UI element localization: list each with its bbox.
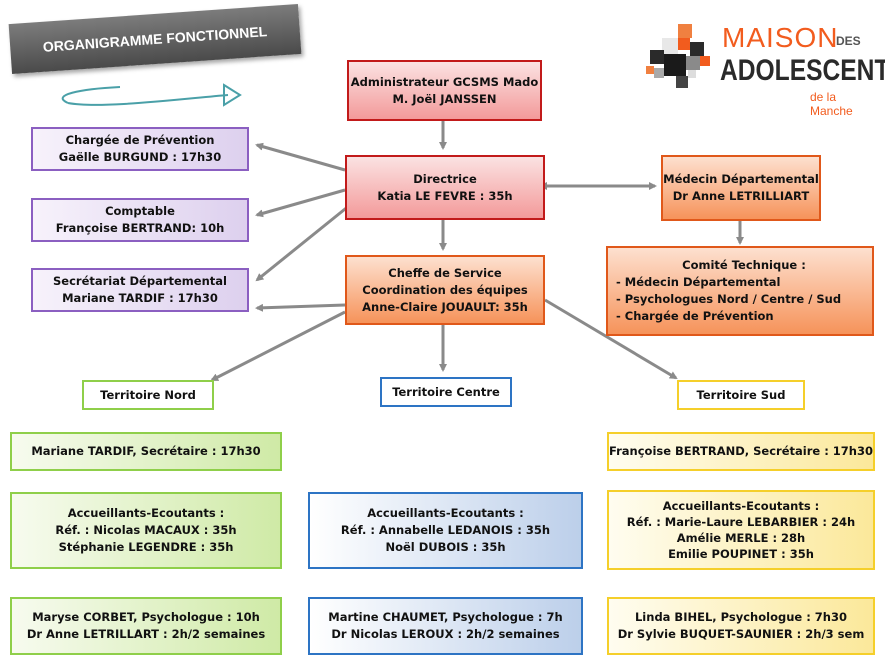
secretariat-box: Secrétariat Départemental Mariane TARDIF… bbox=[31, 268, 249, 312]
comptable-box: Comptable Françoise BERTRAND: 10h bbox=[31, 198, 249, 242]
admin-title: Administrateur GCSMS Mado bbox=[350, 74, 539, 89]
territoire-sud-label: Territoire Sud bbox=[696, 387, 786, 402]
prevention-box: Chargée de Prévention Gaëlle BURGUND : 1… bbox=[31, 127, 249, 171]
sud-secretaire: Françoise BERTRAND, Secrétaire : 17h30 bbox=[609, 444, 873, 458]
arrow-directrice-comptable bbox=[255, 188, 346, 218]
arrow-cheffe-sud bbox=[544, 298, 678, 380]
sud-accueil-member-2: Emilie POUPINET : 35h bbox=[668, 547, 814, 561]
arrow-cheffe-nord bbox=[210, 310, 346, 382]
cheffe-name: Anne-Claire JOUAULT: 35h bbox=[362, 299, 528, 314]
nord-psy-2: Dr Anne LETRILLART : 2h/2 semaines bbox=[26, 627, 266, 641]
nord-accueil-box: Accueillants-Ecoutants : Réf. : Nicolas … bbox=[10, 492, 282, 569]
comptable-name: Françoise BERTRAND: 10h bbox=[55, 221, 225, 235]
nord-secretaire-box: Mariane TARDIF, Secrétaire : 17h30 bbox=[10, 432, 282, 471]
directrice-title: Directrice bbox=[413, 171, 477, 186]
comite-item-3: - Chargée de Prévention bbox=[616, 309, 774, 323]
centre-accueil-title: Accueillants-Ecoutants : bbox=[367, 506, 524, 520]
sud-psy-box: Linda BIHEL, Psychologue : 7h30 Dr Sylvi… bbox=[607, 597, 875, 655]
arrow-cheffe-secretariat bbox=[255, 303, 346, 312]
medecin-box: Médecin Départemental Dr Anne LETRILLIAR… bbox=[661, 155, 821, 221]
nord-accueil-title: Accueillants-Ecoutants : bbox=[67, 506, 225, 520]
logo-line2: ADOLESCENTS bbox=[720, 54, 885, 87]
page-title: ORGANIGRAMME FONCTIONNEL bbox=[42, 23, 268, 55]
nord-psy-1: Maryse CORBET, Psychologue : 10h bbox=[32, 610, 260, 624]
comite-title: Comité Technique : bbox=[682, 258, 806, 272]
centre-psy-1: Martine CHAUMET, Psychologue : 7h bbox=[328, 610, 563, 624]
territoire-centre-label: Territoire Centre bbox=[392, 384, 500, 399]
title-swoosh-icon bbox=[61, 83, 242, 107]
sud-psy-1: Linda BIHEL, Psychologue : 7h30 bbox=[634, 610, 847, 624]
territoire-centre: Territoire Centre bbox=[380, 377, 512, 407]
sud-accueil-member-1: Amélie MERLE : 28h bbox=[676, 531, 806, 545]
comite-item-2: - Psychologues Nord / Centre / Sud bbox=[616, 292, 842, 306]
sud-secretaire-box: Françoise BERTRAND, Secrétaire : 17h30 bbox=[607, 432, 875, 471]
nord-accueil-ref: Réf. : Nicolas MACAUX : 35h bbox=[55, 523, 237, 537]
logo-line1: MAISON bbox=[722, 22, 839, 53]
centre-accueil-ref: Réf. : Annabelle LEDANOIS : 35h bbox=[340, 523, 551, 537]
directrice-name: Katia LE FEVRE : 35h bbox=[377, 188, 513, 203]
territoire-sud: Territoire Sud bbox=[677, 380, 805, 410]
secretariat-title: Secrétariat Départemental bbox=[53, 274, 227, 288]
comite-box: Comité Technique : - Médecin Département… bbox=[606, 246, 874, 336]
arrow-directrice-secretariat bbox=[255, 203, 351, 282]
sud-accueil-title: Accueillants-Ecoutants : bbox=[662, 499, 820, 513]
prevention-title: Chargée de Prévention bbox=[65, 133, 215, 147]
medecin-name: Dr Anne LETRILLIART bbox=[672, 189, 810, 203]
sud-psy-2: Dr Sylvie BUQUET-SAUNIER : 2h/3 sem bbox=[617, 627, 865, 641]
nord-accueil-member: Stéphanie LEGENDRE : 35h bbox=[58, 540, 234, 554]
cheffe-role: Coordination des équipes bbox=[362, 282, 528, 297]
prevention-name: Gaëlle BURGUND : 17h30 bbox=[58, 150, 222, 164]
centre-accueil-member: Noël DUBOIS : 35h bbox=[385, 540, 506, 554]
medecin-title: Médecin Départemental bbox=[663, 172, 819, 186]
centre-psy-2: Dr Nicolas LEROUX : 2h/2 semaines bbox=[331, 627, 560, 641]
comptable-title: Comptable bbox=[105, 204, 175, 218]
admin-box: Administrateur GCSMS Mado M. Joël JANSSE… bbox=[347, 60, 542, 121]
logo-line3: de la Manche bbox=[810, 90, 853, 118]
secretariat-name: Mariane TARDIF : 17h30 bbox=[62, 291, 218, 305]
territoire-nord-label: Territoire Nord bbox=[100, 387, 196, 402]
arrow-directrice-prevention bbox=[255, 142, 346, 172]
sud-accueil-ref: Réf. : Marie-Laure LEBARBIER : 24h bbox=[626, 515, 856, 529]
nord-psy-box: Maryse CORBET, Psychologue : 10h Dr Anne… bbox=[10, 597, 282, 655]
logo: MAISON DES ADOLESCENTS de la Manche bbox=[640, 20, 885, 118]
cheffe-title: Cheffe de Service bbox=[388, 265, 502, 280]
nord-secretaire: Mariane TARDIF, Secrétaire : 17h30 bbox=[31, 444, 261, 458]
logo-line1b: DES bbox=[836, 34, 861, 48]
comite-item-1: - Médecin Départemental bbox=[616, 275, 781, 289]
admin-name: M. Joël JANSSEN bbox=[392, 91, 497, 106]
directrice-box: Directrice Katia LE FEVRE : 35h bbox=[345, 155, 545, 220]
logo-mosaic-icon bbox=[646, 24, 710, 88]
centre-accueil-box: Accueillants-Ecoutants : Réf. : Annabell… bbox=[308, 492, 583, 569]
territoire-nord: Territoire Nord bbox=[82, 380, 214, 410]
sud-accueil-box: Accueillants-Ecoutants : Réf. : Marie-La… bbox=[607, 490, 875, 570]
cheffe-box: Cheffe de Service Coordination des équip… bbox=[345, 255, 545, 325]
centre-psy-box: Martine CHAUMET, Psychologue : 7h Dr Nic… bbox=[308, 597, 583, 655]
